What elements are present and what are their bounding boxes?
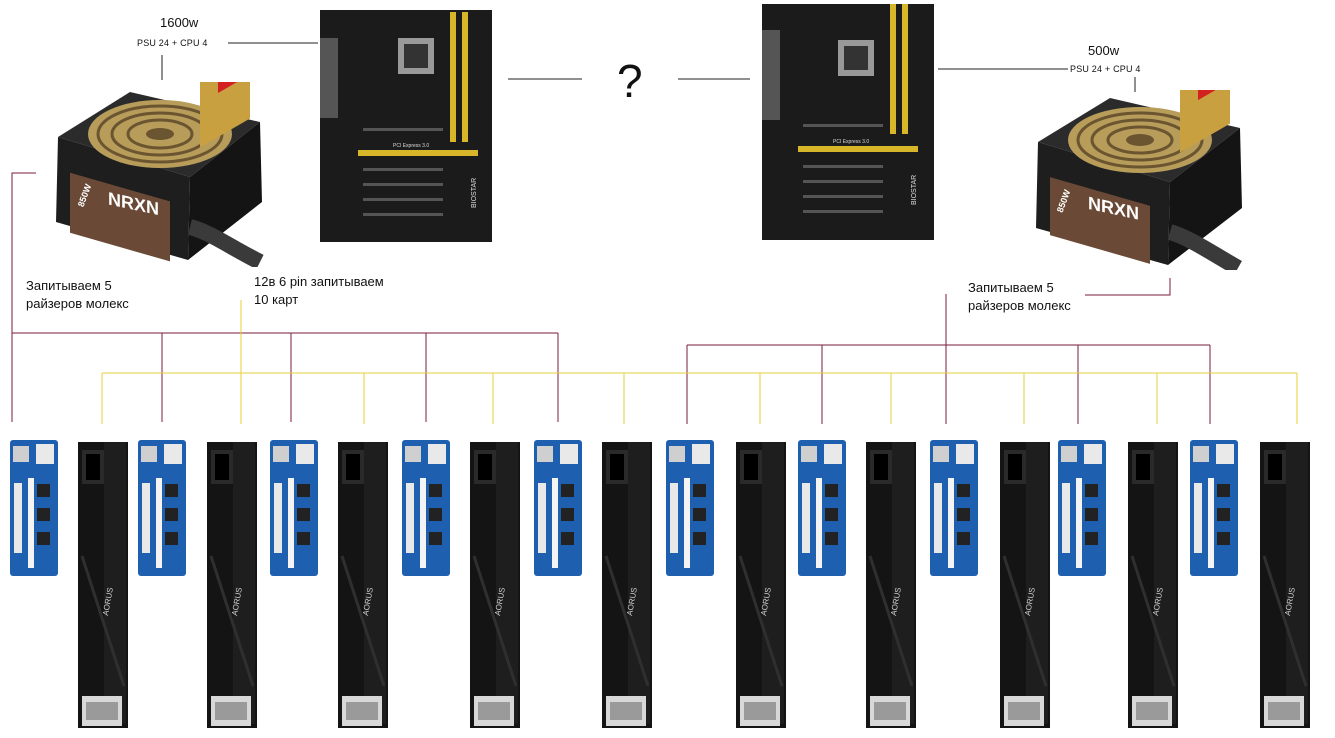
left-molex-feed: [11, 172, 558, 334]
gpu-card-2: AORUS: [207, 442, 257, 728]
riser-board-10: [1190, 440, 1238, 576]
gpu-card-1: AORUS: [78, 442, 128, 728]
gpu-card-3: AORUS: [338, 442, 388, 728]
right-motherboard-image: BIOSTAR PCI Express 3.0: [762, 4, 934, 240]
riser-board-2: [138, 440, 186, 576]
right-mobo-brand: BIOSTAR: [911, 175, 918, 205]
gpu-card-4: AORUS: [470, 442, 520, 728]
gpu-card-6: AORUS: [736, 442, 786, 728]
left-psu-connectors: PSU 24 + CPU 4: [137, 38, 208, 48]
pcie-note-line2: 10 карт: [254, 292, 299, 307]
left-psu-image: NRXN 850W: [56, 82, 264, 267]
left-motherboard-image: BIOSTAR PCI Express 3.0: [320, 10, 492, 242]
riser-board-8: [930, 440, 978, 576]
question-mark: ?: [617, 55, 643, 107]
right-psu-wattage: 500w: [1088, 43, 1120, 58]
right-mobo-slot-label: PCI Express 3.0: [833, 139, 869, 145]
right-molex-note-line1: Запитываем 5: [968, 280, 1054, 295]
gpu-card-7: AORUS: [866, 442, 916, 728]
right-psu-connectors: PSU 24 + CPU 4: [1070, 64, 1141, 74]
left-psu-wattage: 1600w: [160, 15, 199, 30]
riser-board-5: [534, 440, 582, 576]
gpu-card-8: AORUS: [1000, 442, 1050, 728]
left-molex-note-line1: Запитываем 5: [26, 278, 112, 293]
pcie-note-line1: 12в 6 pin запитываем: [254, 274, 384, 289]
gpu-card-5: AORUS: [602, 442, 652, 728]
riser-board-3: [270, 440, 318, 576]
left-mobo-brand: BIOSTAR: [471, 178, 478, 208]
right-molex-note-line2: райзеров молекс: [968, 298, 1071, 313]
left-molex-note-line2: райзеров молекс: [26, 296, 129, 311]
gpu-card-9: AORUS: [1128, 442, 1178, 728]
right-molex-feed: [1085, 278, 1171, 296]
riser-board-7: [798, 440, 846, 576]
riser-board-6: [666, 440, 714, 576]
riser-board-4: [402, 440, 450, 576]
gpu-card-10: AORUS: [1260, 442, 1310, 728]
riser-board-1: [10, 440, 58, 576]
riser-board-9: [1058, 440, 1106, 576]
right-psu-image: NRXN 850W: [1036, 90, 1242, 270]
left-mobo-slot-label: PCI Express 3.0: [393, 143, 429, 149]
